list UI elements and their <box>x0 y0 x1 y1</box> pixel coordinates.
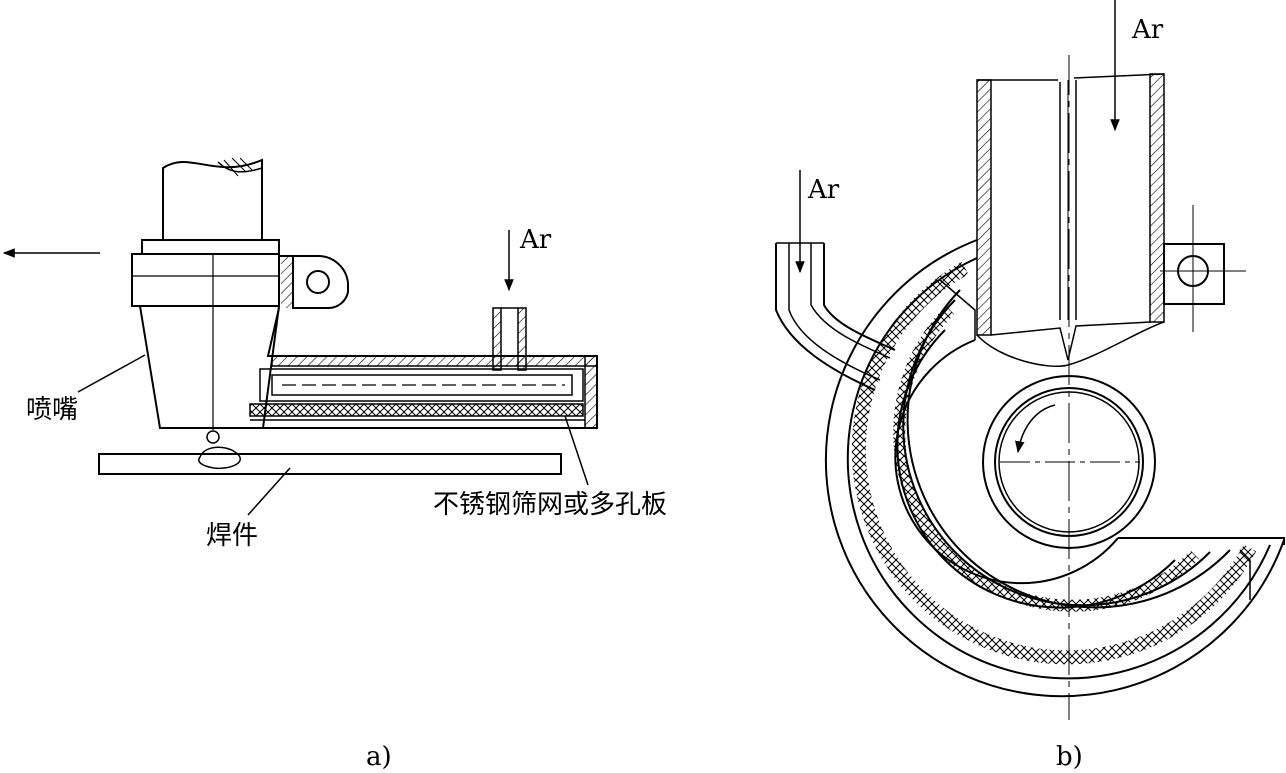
caption-b: b) <box>1056 742 1083 772</box>
round-workpiece <box>982 375 1156 549</box>
workpiece-plate <box>98 453 562 475</box>
side-gas-inlet <box>775 170 896 391</box>
arc-shield-layers <box>824 239 1285 698</box>
torch-tube <box>976 0 1165 367</box>
nozzle-label: 喷嘴 <box>26 395 78 425</box>
workpiece-label: 焊件 <box>206 521 258 551</box>
mounting-bracket-b <box>1160 205 1246 332</box>
diagram-b <box>775 0 1285 720</box>
caption-a: a) <box>366 742 392 772</box>
trailing-shield-housing <box>246 307 598 429</box>
screen-leader <box>564 415 589 486</box>
gas-inlet-pipe <box>492 230 527 371</box>
workpiece-leader <box>247 467 291 516</box>
nozzle-leader <box>77 354 146 393</box>
gas-label-a: Ar <box>519 225 552 255</box>
gas-label-b-left: Ar <box>807 175 840 205</box>
nozzle <box>131 253 280 470</box>
torch-shaft <box>141 157 280 255</box>
diagram-a <box>2 157 598 516</box>
mounting-bracket <box>279 254 349 310</box>
gas-label-b-top: Ar <box>1131 15 1164 45</box>
screen-label: 不锈钢筛网或多孔板 <box>433 490 667 520</box>
